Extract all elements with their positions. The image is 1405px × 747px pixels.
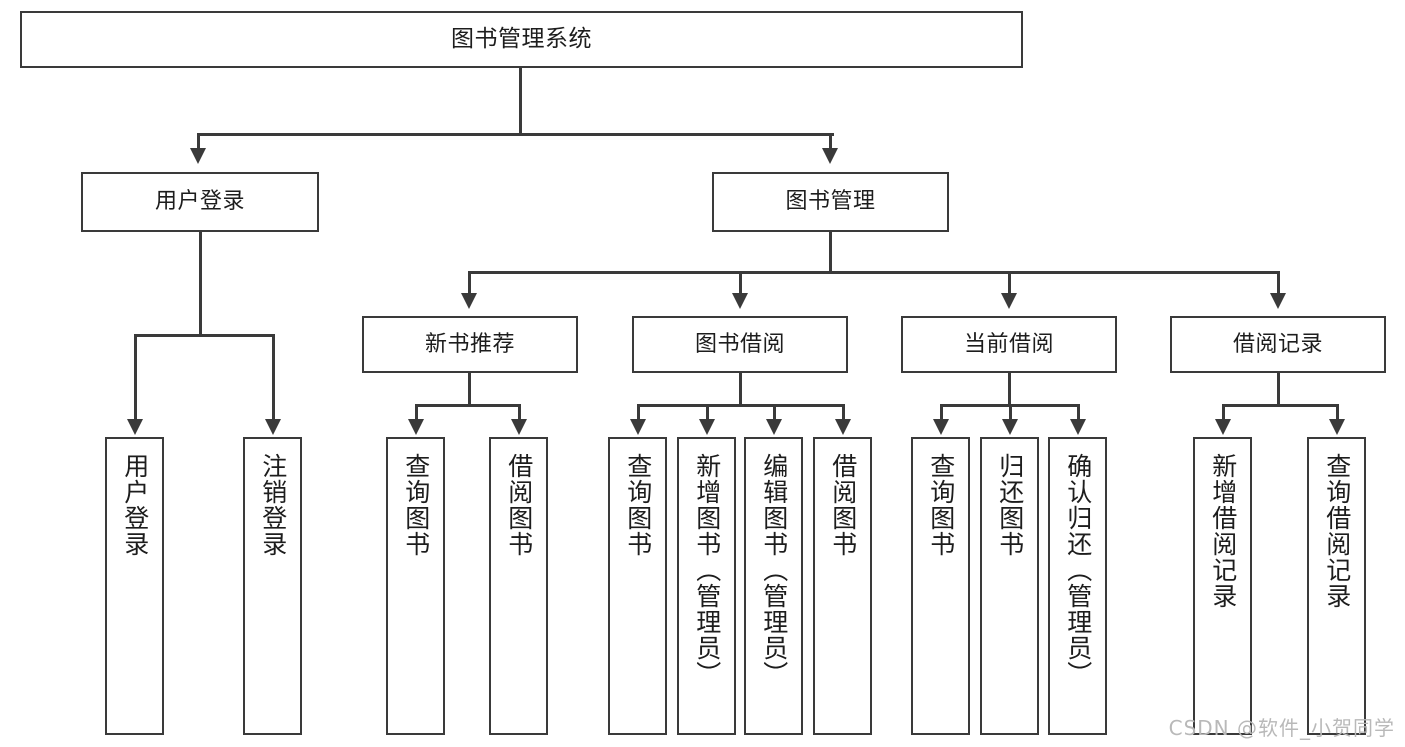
- node-book-borrow[interactable]: 图书借阅: [632, 316, 848, 373]
- node-new-book-recommend[interactable]: 新书推荐: [362, 316, 578, 373]
- arrow-to-user-login: [190, 148, 206, 164]
- arrow-to-new-book: [461, 293, 477, 309]
- leaf-borrow-book-recommend[interactable]: 借阅图书: [489, 437, 548, 735]
- connector-to-new-book: [468, 271, 471, 293]
- node-label: 新增图书（管理员）: [692, 453, 722, 687]
- arrow-borrow-record-leaf-1: [1215, 419, 1231, 435]
- connector-to-book-borrow: [739, 271, 742, 293]
- connector-user-login-drop-2: [272, 334, 275, 419]
- arrow-to-borrow-record: [1270, 293, 1286, 309]
- node-label: 借阅记录: [1232, 331, 1323, 357]
- connector-book-mgmt-bus: [468, 271, 1280, 274]
- connector-new-book-stem: [468, 373, 471, 406]
- leaf-edit-book-admin[interactable]: 编辑图书（管理员）: [744, 437, 803, 735]
- node-book-management[interactable]: 图书管理: [712, 172, 949, 232]
- node-label: 当前借阅: [963, 331, 1054, 357]
- arrow-book-borrow-leaf-3: [766, 419, 782, 435]
- connector-new-book-drop-2: [518, 404, 521, 419]
- connector-current-borrow-drop-2: [1009, 404, 1012, 419]
- node-label: 借阅图书: [504, 453, 534, 557]
- arrow-to-current-borrow: [1001, 293, 1017, 309]
- connector-to-current-borrow: [1008, 271, 1011, 293]
- arrow-user-login-leaf-2: [265, 419, 281, 435]
- connector-borrow-record-drop-1: [1222, 404, 1225, 419]
- arrow-current-borrow-leaf-2: [1002, 419, 1018, 435]
- connector-borrow-record-drop-2: [1336, 404, 1339, 419]
- leaf-add-borrow-record[interactable]: 新增借阅记录: [1193, 437, 1252, 735]
- node-label: 新增借阅记录: [1208, 453, 1238, 609]
- arrow-book-borrow-leaf-4: [835, 419, 851, 435]
- connector-book-mgmt-stem: [829, 232, 832, 274]
- leaf-query-borrow-record[interactable]: 查询借阅记录: [1307, 437, 1366, 735]
- arrow-user-login-leaf-1: [127, 419, 143, 435]
- node-label: 确认归还（管理员）: [1063, 453, 1093, 687]
- node-current-borrow[interactable]: 当前借阅: [901, 316, 1117, 373]
- connector-book-borrow-drop-1: [637, 404, 640, 419]
- connector-to-book-mgmt: [829, 133, 832, 148]
- arrow-book-borrow-leaf-1: [630, 419, 646, 435]
- node-label: 编辑图书（管理员）: [759, 453, 789, 687]
- connector-root-bus: [197, 133, 834, 136]
- connector-borrow-record-bus: [1222, 404, 1339, 407]
- connector-user-login-bus: [134, 334, 275, 337]
- connector-book-borrow-drop-4: [842, 404, 845, 419]
- connector-new-book-bus: [415, 404, 521, 407]
- connector-book-borrow-bus: [637, 404, 845, 407]
- node-label: 图书管理: [785, 189, 876, 215]
- node-user-login[interactable]: 用户登录: [81, 172, 319, 232]
- arrow-current-borrow-leaf-1: [933, 419, 949, 435]
- node-label: 查询图书: [926, 453, 956, 557]
- arrow-book-borrow-leaf-2: [699, 419, 715, 435]
- connector-current-borrow-drop-3: [1077, 404, 1080, 419]
- node-label: 用户登录: [154, 189, 245, 215]
- connector-user-login-stem: [199, 232, 202, 337]
- arrow-new-book-leaf-2: [511, 419, 527, 435]
- node-label: 用户登录: [120, 453, 150, 557]
- node-label: 查询借阅记录: [1322, 453, 1352, 609]
- node-label: 图书管理系统: [451, 25, 592, 52]
- node-label: 注销登录: [258, 453, 288, 557]
- leaf-return-book[interactable]: 归还图书: [980, 437, 1039, 735]
- node-label: 归还图书: [995, 453, 1025, 557]
- node-label: 新书推荐: [424, 331, 515, 357]
- connector-new-book-drop-1: [415, 404, 418, 419]
- connector-root-stem: [519, 68, 522, 134]
- connector-to-user-login: [197, 133, 200, 148]
- arrow-new-book-leaf-1: [408, 419, 424, 435]
- arrow-borrow-record-leaf-2: [1329, 419, 1345, 435]
- leaf-query-book-current[interactable]: 查询图书: [911, 437, 970, 735]
- connector-current-borrow-stem: [1008, 373, 1011, 406]
- leaf-logout-login[interactable]: 注销登录: [243, 437, 302, 735]
- node-label: 图书借阅: [694, 331, 785, 357]
- node-borrow-record[interactable]: 借阅记录: [1170, 316, 1386, 373]
- node-label: 查询图书: [401, 453, 431, 557]
- connector-book-borrow-drop-2: [706, 404, 709, 419]
- leaf-confirm-return-admin[interactable]: 确认归还（管理员）: [1048, 437, 1107, 735]
- leaf-user-login[interactable]: 用户登录: [105, 437, 164, 735]
- connector-to-borrow-record: [1277, 271, 1280, 293]
- node-label: 借阅图书: [828, 453, 858, 557]
- connector-book-borrow-drop-3: [773, 404, 776, 419]
- connector-book-borrow-stem: [739, 373, 742, 406]
- node-root-system[interactable]: 图书管理系统: [20, 11, 1023, 68]
- connector-borrow-record-stem: [1277, 373, 1280, 406]
- arrow-to-book-mgmt: [822, 148, 838, 164]
- node-label: 查询图书: [623, 453, 653, 557]
- arrow-to-book-borrow: [732, 293, 748, 309]
- connector-user-login-drop-1: [134, 334, 137, 419]
- leaf-borrow-book[interactable]: 借阅图书: [813, 437, 872, 735]
- connector-current-borrow-drop-1: [940, 404, 943, 419]
- leaf-add-book-admin[interactable]: 新增图书（管理员）: [677, 437, 736, 735]
- leaf-query-book-recommend[interactable]: 查询图书: [386, 437, 445, 735]
- arrow-current-borrow-leaf-3: [1070, 419, 1086, 435]
- leaf-query-book-borrow[interactable]: 查询图书: [608, 437, 667, 735]
